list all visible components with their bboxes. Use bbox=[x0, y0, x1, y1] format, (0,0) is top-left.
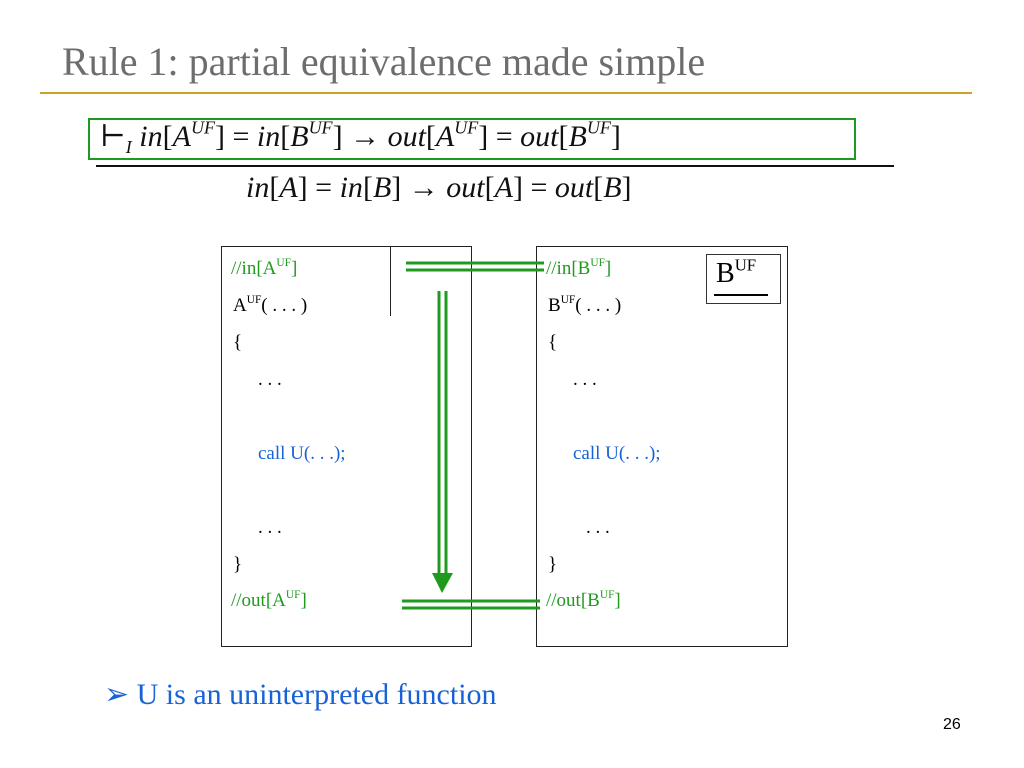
program-b-label-underline bbox=[714, 294, 768, 296]
premise-eq-2: = bbox=[488, 120, 521, 153]
program-b-box bbox=[536, 246, 788, 647]
title-divider bbox=[40, 92, 972, 94]
conclusion-formula: in[A] = in[B] → out[A] = out[B] bbox=[246, 171, 632, 204]
program-a-call: call U(. . .); bbox=[258, 443, 346, 464]
bullet-text: U is an uninterpreted function bbox=[136, 678, 497, 711]
premise-sup-4: UF bbox=[586, 117, 611, 138]
program-b-call: call U(. . .); bbox=[573, 443, 661, 464]
conc-a-left: A bbox=[279, 171, 298, 204]
in-equality-connector bbox=[406, 261, 544, 272]
conc-b-right: B bbox=[603, 171, 622, 204]
conc-eq-1: = bbox=[307, 171, 340, 204]
out-equality-connector bbox=[402, 599, 540, 610]
turnstile-subscript: I bbox=[125, 137, 132, 157]
program-b-out-comment: //out[BUF] bbox=[546, 589, 621, 611]
implication-arrow bbox=[432, 291, 453, 593]
program-a-tab bbox=[390, 246, 472, 316]
conc-eq-2: = bbox=[522, 171, 555, 204]
premise-formula: ⊢I in[AUF] = in[BUF] → out[AUF] = out[BU… bbox=[100, 117, 621, 157]
program-b-label: BUF bbox=[716, 255, 757, 289]
conc-arrow: → bbox=[401, 171, 447, 204]
program-a-dots-1: . . . bbox=[258, 369, 282, 390]
conc-in-left: in bbox=[246, 171, 270, 204]
bullet-arrow-icon: ➢ bbox=[104, 678, 130, 711]
program-b-dots-2: . . . bbox=[586, 517, 610, 538]
premise-sup-3: UF bbox=[454, 117, 479, 138]
program-a-open-brace: { bbox=[233, 332, 243, 353]
premise-a-right: A bbox=[435, 120, 455, 153]
arrow-down-icon bbox=[432, 573, 453, 593]
program-b-open-brace: { bbox=[548, 332, 558, 353]
program-b-in-comment: //in[BUF] bbox=[546, 257, 612, 279]
slide-title: Rule 1: partial equivalence made simple bbox=[62, 39, 706, 84]
page-number: 26 bbox=[943, 716, 961, 733]
program-a-box bbox=[221, 246, 472, 647]
program-b-close-brace: } bbox=[548, 554, 558, 575]
program-b-header: BUF( . . . ) bbox=[548, 294, 622, 316]
program-a-dots-2: . . . bbox=[258, 517, 282, 538]
program-a-out-comment: //out[AUF] bbox=[231, 589, 307, 611]
premise-sup-1: UF bbox=[190, 117, 215, 138]
program-a-close-brace: } bbox=[233, 554, 243, 575]
program-a-header: AUF( . . . ) bbox=[233, 294, 308, 316]
conc-a-right: A bbox=[494, 171, 513, 204]
program-b-dots-1: . . . bbox=[573, 369, 597, 390]
premise-a-left: A bbox=[172, 120, 191, 153]
bullet-point: ➢ U is an uninterpreted function bbox=[104, 677, 497, 712]
premise-b-right: B bbox=[568, 120, 587, 153]
turnstile-symbol: ⊢ bbox=[100, 120, 126, 153]
premise-out-left: out bbox=[387, 120, 426, 153]
conc-out-right: out bbox=[554, 171, 594, 204]
premise-sup-2: UF bbox=[308, 117, 333, 138]
premise-out-right: out bbox=[520, 120, 559, 153]
premise-highlight-box bbox=[88, 118, 856, 160]
program-a-in-comment: //in[AUF] bbox=[231, 257, 298, 279]
inference-line bbox=[96, 165, 894, 167]
premise-eq-1: = bbox=[224, 120, 257, 153]
premise-in-left: in bbox=[139, 120, 163, 153]
premise-b-left: B bbox=[290, 120, 309, 153]
premise-arrow: → bbox=[342, 120, 388, 153]
premise-in-right: in bbox=[256, 120, 281, 153]
conc-out-left: out bbox=[446, 171, 485, 204]
conc-in-right: in bbox=[339, 171, 363, 204]
conc-b-left: B bbox=[372, 171, 392, 204]
